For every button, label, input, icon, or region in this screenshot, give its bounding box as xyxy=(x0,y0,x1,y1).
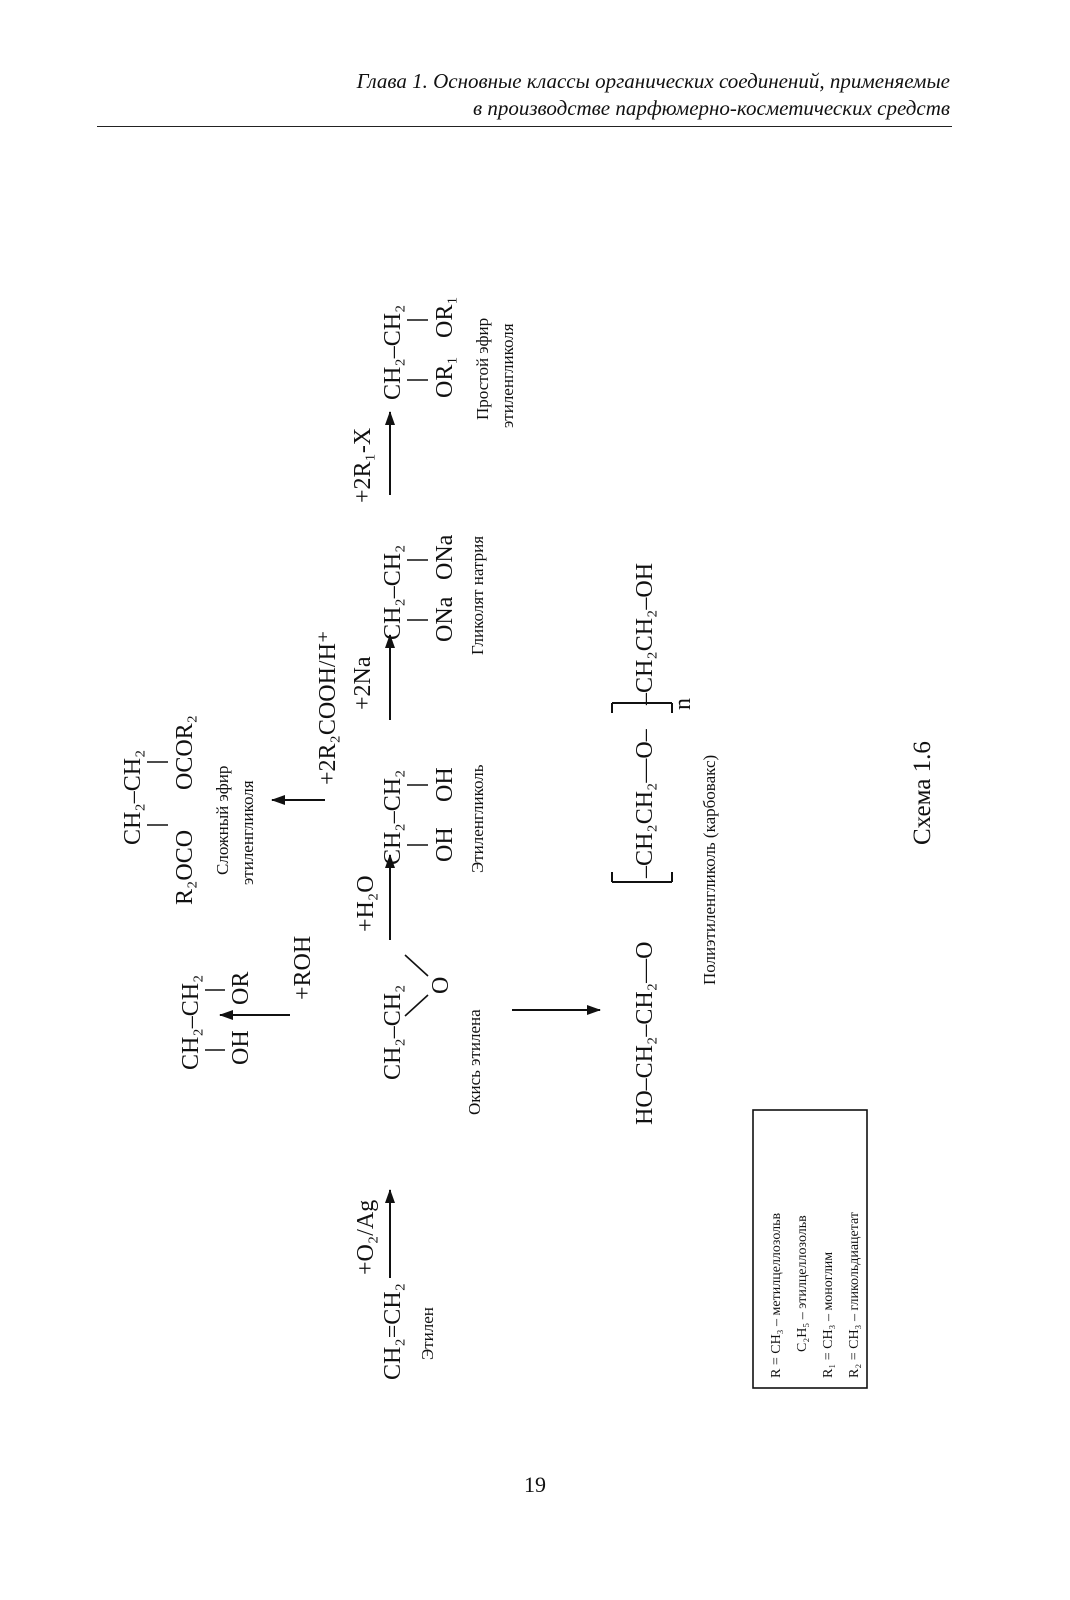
glycolate-ona-left: ONa xyxy=(432,596,458,642)
running-header: Глава 1. Основные классы органических со… xyxy=(95,68,950,122)
ether-or1-left: OR₁ xyxy=(432,356,458,398)
monoether-oh: OH xyxy=(228,1030,254,1065)
peg-right: –CH₂CH₂–OH xyxy=(632,563,658,706)
legend-box xyxy=(752,1109,868,1389)
header-line-1: Глава 1. Основные классы органических со… xyxy=(356,69,950,93)
ester-right: OCOR₂ xyxy=(172,715,198,790)
reagent-roh: +ROH xyxy=(290,936,316,1000)
legend-line-4: R₂ = CH₃ – гликольдиацетат xyxy=(847,1212,862,1378)
glycol-oh-left: OH xyxy=(432,827,458,862)
ester-label-1: Сложный эфир xyxy=(213,766,232,875)
monoether-or: OR xyxy=(228,972,254,1005)
ethylene-oxide-formula: CH₂–CH₂ xyxy=(380,985,406,1080)
glycolate-label: Гликолят натрия xyxy=(468,536,487,655)
glycolate-formula: CH₂–CH₂ xyxy=(380,545,406,640)
header-rule xyxy=(97,126,952,127)
reagent-acid: +2R₂COOH/H⁺ xyxy=(315,630,341,785)
peg-repeat-unit: –CH₂CH₂—O– xyxy=(632,728,658,879)
glycolate-ona-right: ONa xyxy=(432,534,458,580)
ether-or1-right: OR₁ xyxy=(432,296,458,338)
reagent-o2-ag: +O₂/Ag xyxy=(353,1200,379,1275)
glycol-oh-right: OH xyxy=(432,767,458,802)
peg-n: n xyxy=(670,698,696,710)
ester-label-2: этиленгликоля xyxy=(238,780,257,885)
reagent-na: +2Na xyxy=(350,656,376,710)
legend-line-3: R₁ = CH₃ – моноглим xyxy=(821,1252,836,1378)
legend-line-1: R = CH₃ – метилцеллозольв xyxy=(769,1212,784,1378)
monoether-formula: CH₂–CH₂ xyxy=(178,975,204,1070)
page-number: 19 xyxy=(524,1472,546,1497)
peg-left: HO–CH₂–CH₂—O xyxy=(632,942,658,1125)
reagent-h2o: +H₂O xyxy=(353,875,379,932)
ether-label-2: этиленгликоля xyxy=(498,323,517,428)
ethylene-oxide-label: Окись этилена xyxy=(465,1009,484,1115)
ether-label-1: Простой эфир xyxy=(473,318,492,420)
ester-formula: CH₂–CH₂ xyxy=(120,750,146,845)
header-line-2: в производстве парфюмерно-косметических … xyxy=(472,96,950,120)
ester-left: R₂OCO xyxy=(172,830,198,905)
epoxide-oxygen: O xyxy=(428,977,454,994)
peg-label: Полиэтиленгликоль (карбовакс) xyxy=(700,755,719,985)
ethylene-glycol-formula: CH₂–CH₂ xyxy=(380,770,406,865)
scheme-caption: Схема 1.6 xyxy=(909,741,936,845)
ethylene-formula: CH₂=CH₂ xyxy=(380,1283,406,1380)
ethylene-label: Этилен xyxy=(418,1307,437,1360)
ethylene-glycol-label: Этиленгликоль xyxy=(468,764,487,873)
legend-line-2: C₂H₅ – этилцеллозольв xyxy=(795,1215,810,1352)
epoxide-bond-left xyxy=(404,994,429,1017)
epoxide-bond-right xyxy=(404,954,429,977)
ether-formula: CH₂–CH₂ xyxy=(380,305,406,400)
reagent-r1x: +2R₁-X xyxy=(350,428,376,503)
